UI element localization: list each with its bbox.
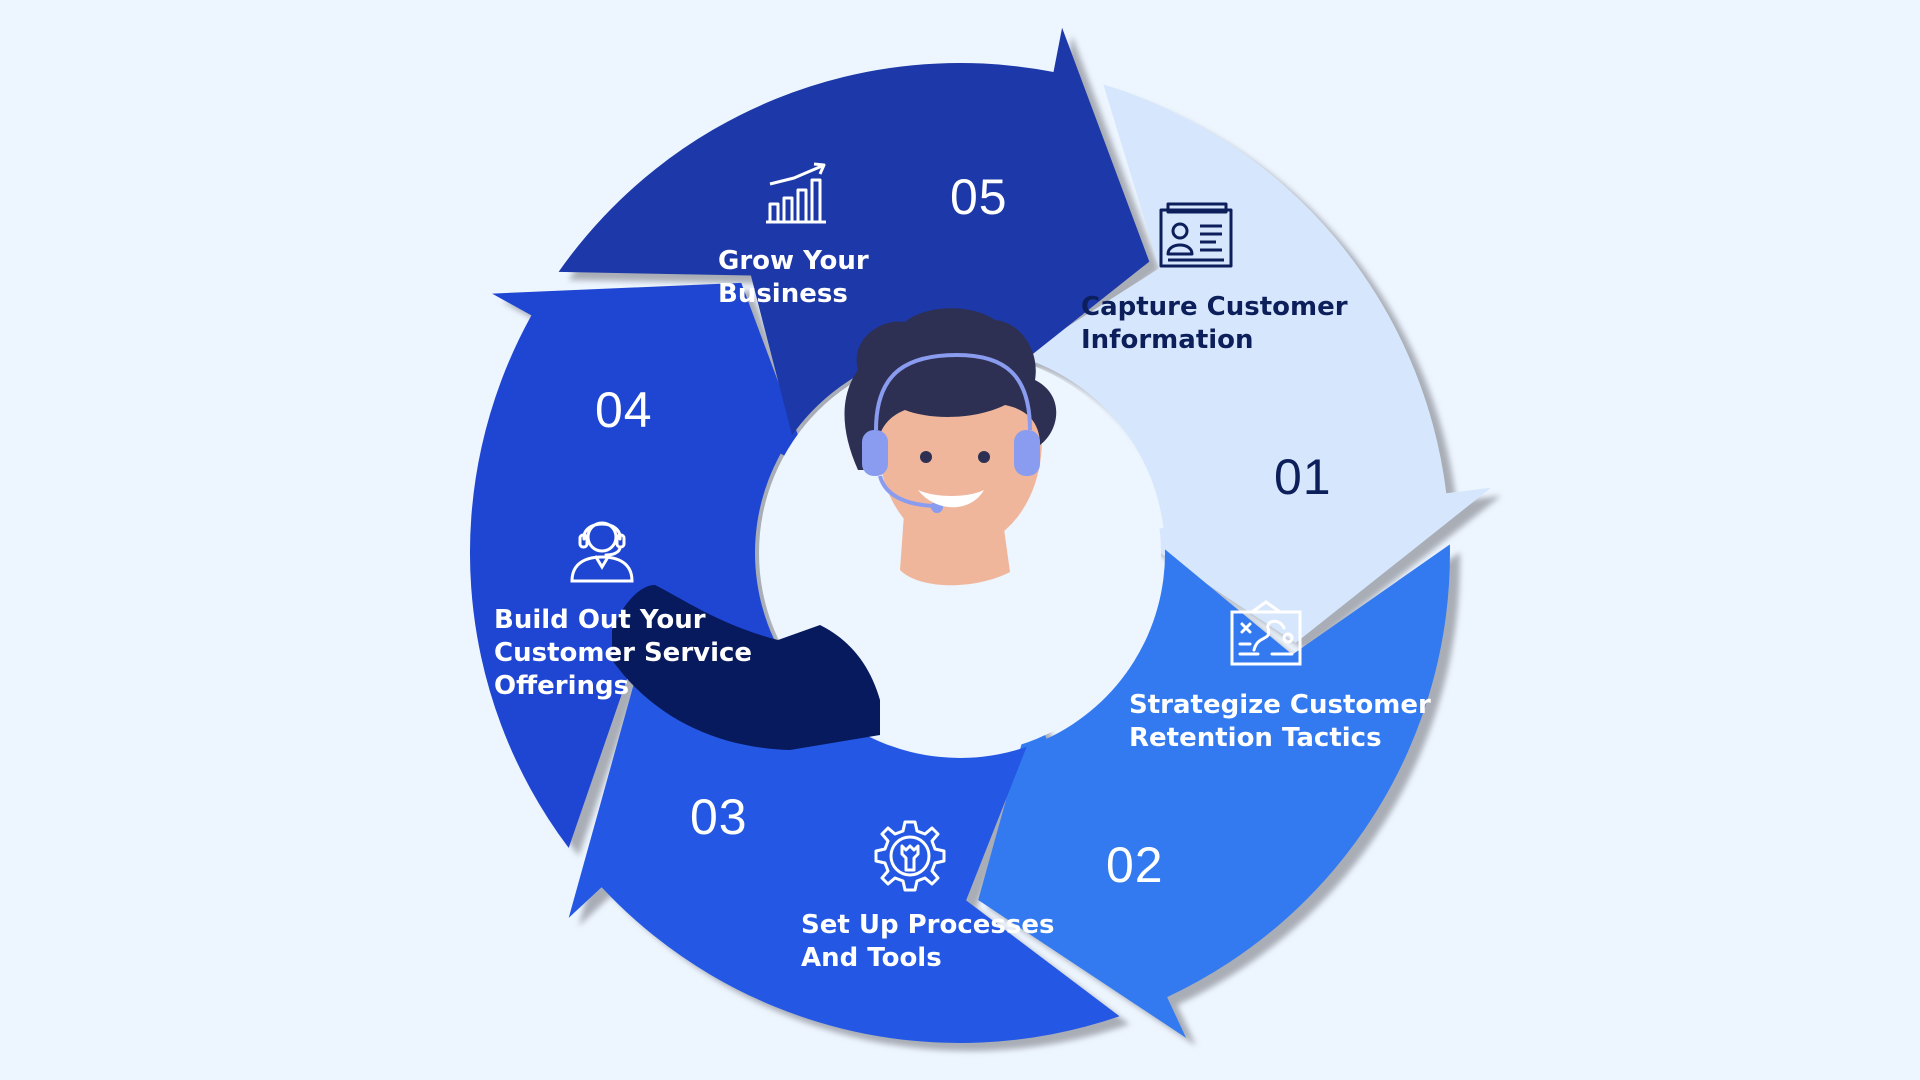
step-05-number: 05 (950, 169, 1008, 225)
step-02-arrow (978, 544, 1450, 1038)
step-04-arrow (469, 282, 812, 848)
step-04-label-line-1: Build Out Your (494, 605, 706, 635)
step-03-label-line-2: And Tools (801, 943, 942, 973)
step-03-label: Set Up Processes And Tools (801, 909, 1054, 975)
agent-shirt (612, 585, 880, 750)
step-01-number: 01 (1274, 449, 1332, 505)
agent-smile (918, 490, 984, 508)
step-04-label-line-2: Customer Service (494, 638, 753, 668)
agent-left-eye (920, 451, 932, 463)
agent-left-earcup (862, 430, 888, 476)
support-agent-icon (570, 521, 634, 583)
step-03-arrow (568, 668, 1120, 1044)
step-01-label: Capture Customer Information (1081, 291, 1348, 357)
gear-tools-icon (874, 820, 946, 892)
agent-right-eye (978, 451, 990, 463)
customer-support-agent-illustration (612, 308, 1057, 750)
agent-mic-boom (878, 475, 936, 508)
step-02-label-line-2: Retention Tactics (1129, 723, 1382, 753)
step-01-label-line-2: Information (1081, 325, 1254, 355)
step-04-label: Build Out Your Customer Service Offering… (494, 604, 752, 703)
growth-chart-icon (766, 162, 826, 224)
step-03-number: 03 (690, 789, 748, 845)
agent-right-earcup (1014, 430, 1040, 476)
step-04-label-line-3: Offerings (494, 671, 630, 701)
agent-headband (874, 352, 1032, 431)
strategy-board-icon (1230, 600, 1302, 666)
step-01-arrow (1019, 84, 1491, 643)
step-05-label-line-1: Grow Your (718, 246, 869, 276)
step-03-label-line-1: Set Up Processes (801, 910, 1055, 940)
step-02-number: 02 (1106, 837, 1164, 893)
step-01-label-line-1: Capture Customer (1081, 292, 1348, 322)
agent-hair (844, 308, 1057, 470)
step-04-number: 04 (595, 382, 653, 438)
step-02-label: Strategize Customer Retention Tactics (1129, 689, 1431, 755)
step-05-label-line-2: Business (718, 279, 848, 309)
step-05-label: Grow Your Business (718, 245, 869, 311)
customer-id-card-icon (1159, 202, 1233, 268)
step-02-label-line-1: Strategize Customer (1129, 690, 1431, 720)
